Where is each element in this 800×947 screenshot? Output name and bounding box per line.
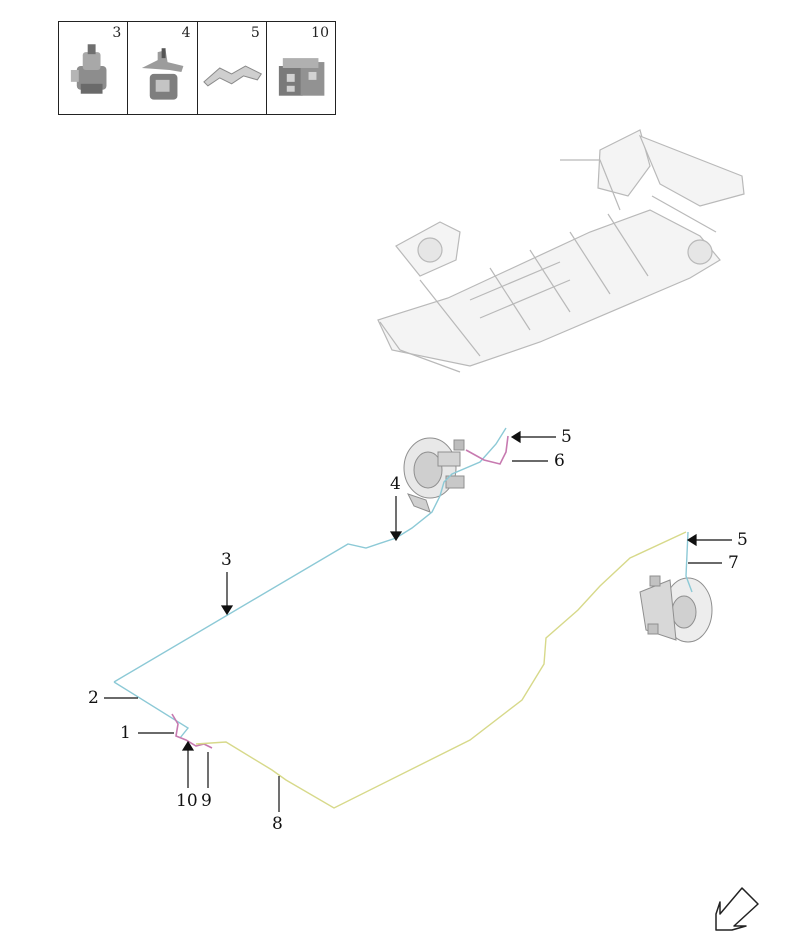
vehicle-chassis-icon	[377, 129, 745, 373]
callout-2: 2	[88, 688, 99, 708]
callout-9: 9	[201, 791, 212, 811]
legend-cell-10: 10	[267, 22, 335, 114]
callout-1: 1	[120, 723, 131, 743]
callout-4: 4	[390, 474, 401, 494]
legend-number: 4	[181, 25, 191, 41]
front-brake-hose	[465, 435, 509, 465]
rear-brake-line	[195, 531, 687, 809]
retainer-clip-icon	[202, 65, 262, 87]
callout-leaders	[104, 430, 732, 812]
clip-icon	[70, 44, 107, 94]
rear-brake-disc-icon	[639, 575, 713, 643]
block-clip-icon	[278, 58, 325, 96]
legend-cell-5: 5	[198, 22, 267, 114]
callout-8: 8	[272, 814, 283, 834]
callout-7: 7	[728, 553, 739, 573]
callout-3: 3	[221, 550, 232, 570]
legend-number: 5	[250, 25, 260, 41]
legend-cell-4: 4	[128, 22, 198, 114]
callout-10: 10	[176, 791, 198, 811]
arrow-down-left-icon	[715, 887, 759, 931]
legend-number: 10	[311, 25, 329, 41]
callout-5-top: 5	[561, 427, 572, 447]
legend-cell-3: 3	[59, 22, 129, 114]
legend-number: 3	[112, 25, 122, 41]
callout-6: 6	[554, 451, 565, 471]
rear-brake-line-blue-section	[685, 531, 693, 593]
front-brake-line-rear-section	[113, 681, 190, 739]
bracket-clip-icon	[142, 48, 184, 100]
front-brake-assembly-icon	[403, 437, 465, 513]
callout-5-right: 5	[737, 530, 748, 550]
parts-legend: 3 4 5 10	[58, 21, 336, 115]
